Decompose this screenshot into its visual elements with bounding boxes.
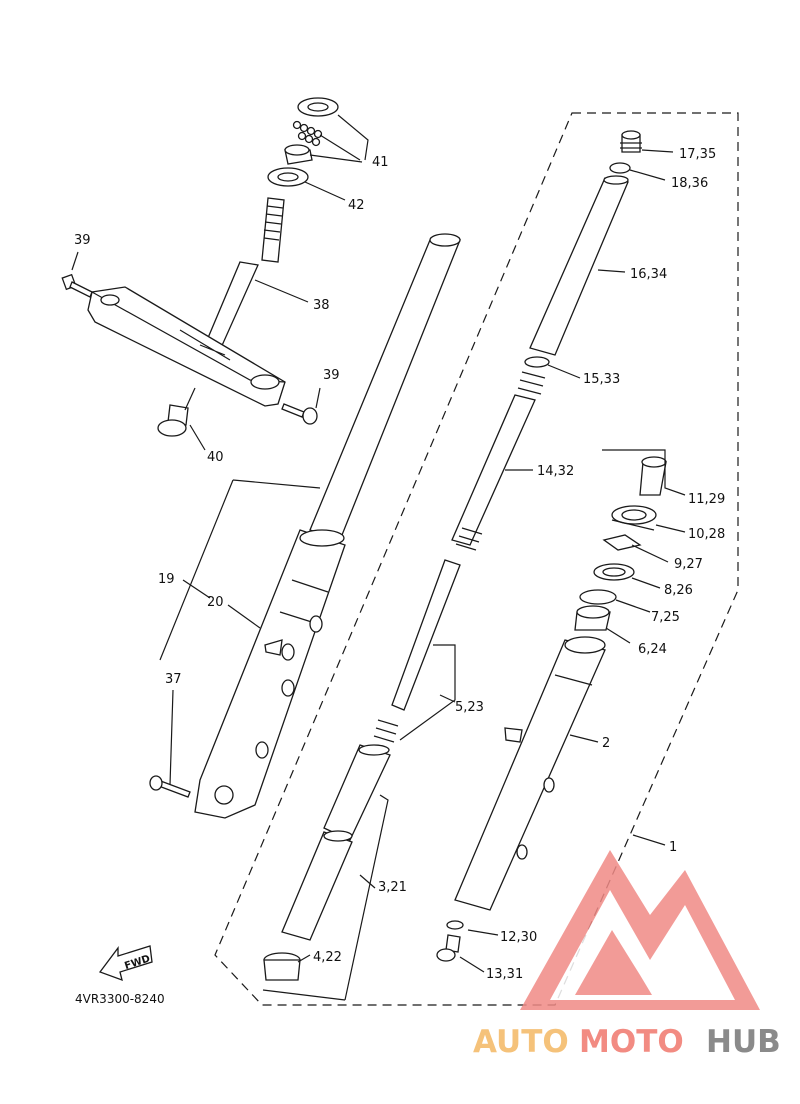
callout-labels: 41 42 39 38 39 40 17,35 18,36 16,34 15,3…: [74, 147, 725, 982]
guide-bush-11-29: [639, 456, 667, 496]
callout-8-26: 8,26: [664, 583, 693, 598]
clip-9-27: [602, 534, 642, 551]
callout-16-34: 16,34: [630, 267, 667, 282]
under-bracket: [87, 286, 286, 407]
watermark-auto: AUTO: [473, 1024, 569, 1060]
callout-3-21: 3,21: [378, 880, 407, 895]
watermark-logo: [520, 850, 760, 1010]
callout-10-28: 10,28: [688, 527, 725, 542]
fork-spring-tube-16-34: [529, 175, 629, 356]
callout-39-right: 39: [323, 368, 340, 383]
callout-5-23: 5,23: [455, 700, 484, 715]
callout-11-29: 11,29: [688, 492, 725, 507]
callout-4-22: 4,22: [313, 950, 342, 965]
dust-seal-10-28: [611, 505, 657, 531]
slide-bush-6-24: [574, 605, 611, 631]
callout-19: 19: [158, 572, 175, 587]
callout-7-25: 7,25: [651, 610, 680, 625]
callout-20: 20: [207, 595, 224, 610]
fwd-arrow-icon: FWD: [98, 945, 153, 982]
callout-42: 42: [348, 198, 365, 213]
callout-9-27: 9,27: [674, 557, 703, 572]
bolt-39-right: [281, 403, 318, 425]
callout-37: 37: [165, 672, 182, 687]
collar-40: [157, 404, 189, 437]
callout-1: 1: [669, 840, 677, 855]
bolt-13-31: [436, 934, 461, 962]
callout-12-30: 12,30: [500, 930, 537, 945]
left-outer-tube: [194, 529, 346, 819]
callout-17-35: 17,35: [679, 147, 716, 162]
oil-seal-8-26: [593, 563, 635, 581]
callout-2: 2: [602, 736, 610, 751]
steering-stem: [204, 197, 285, 351]
watermark-moto: MOTO: [579, 1024, 684, 1060]
bolt-39-left: [61, 273, 93, 298]
callout-15-33: 15,33: [583, 372, 620, 387]
callout-39-left: 39: [74, 233, 91, 248]
diagram-code: 4VR3300-8240: [75, 992, 165, 1006]
callout-14-32: 14,32: [537, 464, 574, 479]
bearing-balls: [292, 120, 323, 147]
callout-41: 41: [372, 155, 389, 170]
watermark-text: AUTO MOTO HUB: [473, 1024, 781, 1060]
washer-15-33: [524, 356, 550, 368]
bolt-37: [149, 775, 191, 798]
watermark-hub: HUB: [706, 1024, 781, 1060]
washer-7-25: [579, 589, 617, 605]
steering-bearing-parts: [267, 97, 339, 187]
left-inner-tube: [309, 233, 461, 541]
washer-12-30: [446, 920, 464, 930]
cap-bolt-17-35: [620, 130, 642, 153]
leader-lines: [71, 114, 686, 1001]
callout-6-24: 6,24: [638, 642, 667, 657]
o-ring-18-36: [609, 162, 631, 174]
damper-rod-14-32: [373, 371, 546, 743]
callout-38: 38: [313, 298, 330, 313]
bushing-4-22: [263, 952, 301, 981]
callout-13-31: 13,31: [486, 967, 523, 982]
callout-40: 40: [207, 450, 224, 465]
right-outer-tube-2: [454, 636, 606, 911]
callout-18-36: 18,36: [671, 176, 708, 191]
slide-metal-3-21: [281, 744, 391, 941]
